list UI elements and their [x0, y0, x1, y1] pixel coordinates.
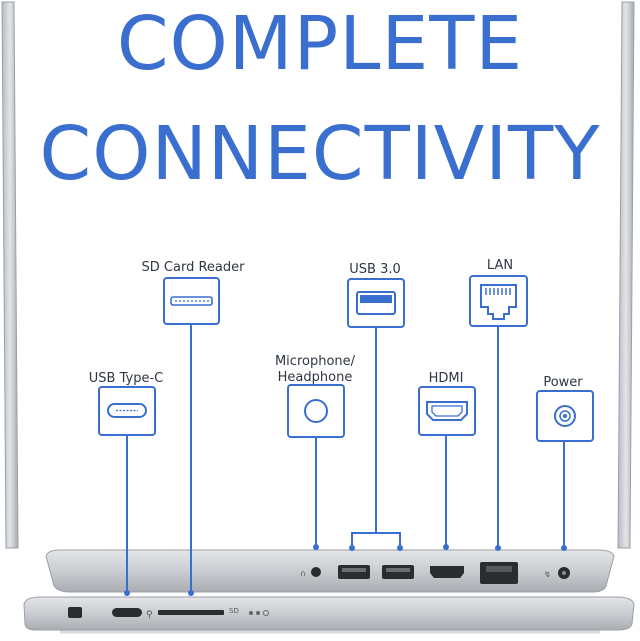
sd-card-slot-icon [163, 277, 220, 325]
label-hdmi: HDMI [428, 371, 464, 386]
laptop-chassis-front [23, 596, 635, 631]
label-microphone: Microphone/ [274, 354, 356, 369]
label-headphone: Headphone [277, 370, 353, 385]
svg-text:⚲: ⚲ [146, 610, 153, 620]
label-usb-3-0: USB 3.0 [349, 262, 401, 277]
headline-line-2: CONNECTIVITY [39, 111, 601, 197]
headline-line-1: COMPLETE [116, 1, 524, 87]
rear-ports: ∩ ↯ [300, 562, 570, 584]
svg-text:↯: ↯ [544, 570, 551, 579]
svg-text:∩: ∩ [300, 569, 306, 578]
sd-slot-marking: SD [229, 607, 239, 615]
usb-a-icon [347, 278, 405, 328]
label-power: Power [543, 375, 583, 390]
laptop-lid-right-edge [617, 1, 635, 549]
power-jack-icon [536, 390, 594, 442]
front-ports: ⚲ [68, 607, 269, 620]
laptop-chassis-rear [45, 549, 615, 593]
label-usb-type-c: USB Type-C [88, 371, 164, 386]
hdmi-icon [418, 386, 476, 436]
laptop-lid-left-edge [1, 1, 19, 549]
connector-lines [126, 325, 565, 593]
usb-type-c-icon [98, 386, 156, 436]
ethernet-icon [469, 275, 528, 327]
audio-jack-icon [287, 384, 345, 438]
label-lan: LAN [486, 258, 514, 273]
label-sd-card-reader: SD Card Reader [141, 260, 245, 275]
